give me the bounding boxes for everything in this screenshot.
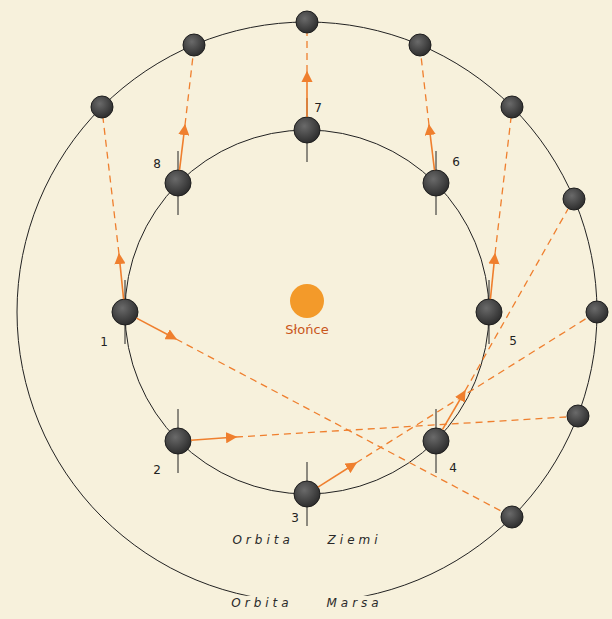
sun-disc: [290, 284, 324, 318]
callout-number: 5: [509, 334, 517, 348]
sight-line: [306, 33, 307, 72]
sight-line: [421, 56, 429, 125]
mars-ball: [183, 34, 205, 56]
callout-number: 7: [314, 101, 322, 115]
earth-ball: [294, 117, 320, 143]
callout-number: 3: [291, 511, 299, 525]
earth-ball: [294, 481, 320, 507]
direction-arrow: [180, 125, 186, 170]
earth-ball: [423, 428, 449, 454]
earth-positions: [112, 117, 502, 507]
sight-line: [103, 118, 119, 254]
direction-arrow: [191, 437, 236, 440]
direction-arrow: [119, 254, 124, 299]
orbit-label: Orbita Marsa: [227, 596, 386, 610]
callout-number: 6: [452, 155, 460, 169]
mars-ball: [586, 301, 608, 323]
callout-number: 8: [153, 157, 161, 171]
sight-lines: [103, 33, 587, 511]
mars-ball: [501, 96, 523, 118]
earth-ball: [165, 428, 191, 454]
mars-orbit: [17, 22, 597, 602]
mars-ball: [563, 188, 585, 210]
sun: Słońce: [283, 282, 330, 337]
direction-arrow: [137, 318, 177, 339]
earth-orbit: [125, 130, 489, 494]
mars-ball: [567, 405, 589, 427]
mars-ball: [409, 34, 431, 56]
direction-arrow: [429, 125, 435, 170]
callout-number: 4: [449, 461, 457, 475]
mars-ball: [296, 11, 318, 33]
sun-label: Słońce: [283, 322, 330, 337]
direction-arrow: [442, 391, 465, 430]
sight-line: [176, 339, 501, 511]
mars-ball: [91, 96, 113, 118]
direction-arrow: [490, 254, 495, 299]
orbit-label: Orbita Ziemi: [232, 533, 381, 547]
direction-arrows: [119, 72, 495, 487]
axis-ticks: [125, 98, 489, 526]
direction-arrow: [306, 72, 308, 117]
sight-line: [465, 209, 568, 391]
earth-ball: [476, 299, 502, 325]
mars-positions: [91, 11, 608, 528]
earth-ball: [423, 170, 449, 196]
sight-line: [185, 56, 193, 125]
earth-ball: [165, 170, 191, 196]
mars-ball: [501, 506, 523, 528]
earth-ball: [112, 299, 138, 325]
sight-line: [356, 318, 587, 463]
callout-number: 1: [100, 335, 108, 349]
callout-number: 2: [153, 463, 161, 477]
sight-line: [495, 118, 511, 254]
direction-arrow: [318, 463, 356, 487]
